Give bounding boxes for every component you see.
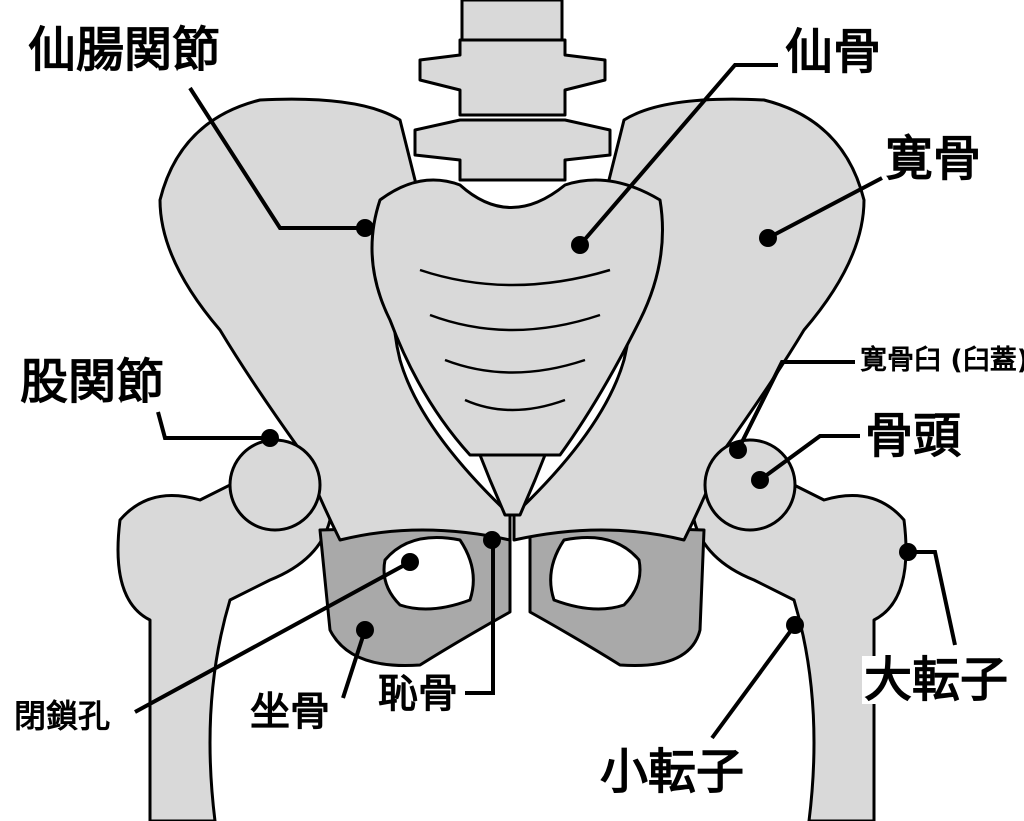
- leader-pubis: [465, 540, 495, 695]
- leader-acetabulum: [736, 360, 855, 451]
- sacrum-bone: [370, 178, 664, 457]
- dot-sacroiliac: [356, 219, 374, 237]
- right-femoral-head: [703, 438, 797, 532]
- dot-lesser-trochanter: [786, 616, 804, 634]
- label-obturator-foramen: 閉鎖孔: [12, 697, 113, 735]
- label-acetabulum: 寛骨臼 (臼蓋): [858, 347, 1024, 374]
- label-femoral-head: 骨頭: [863, 408, 964, 464]
- lumbar-vertebra-lower: [413, 118, 612, 182]
- dot-greater-trochanter: [899, 543, 917, 561]
- leader-hip-joint: [156, 411, 270, 440]
- label-sacrum: 仙骨: [783, 24, 884, 80]
- leader-lesser-trochanter: [710, 623, 797, 740]
- left-obturator-foramen: [382, 536, 475, 611]
- label-ischium: 坐骨: [248, 689, 332, 735]
- dot-acetabulum: [729, 441, 747, 459]
- leader-ischium: [341, 629, 367, 699]
- dot-hip-joint: [261, 429, 279, 447]
- label-hip-joint: 股関節: [18, 354, 167, 410]
- dot-femoral-head: [751, 471, 769, 489]
- leader-sacrum: [578, 63, 778, 247]
- label-hip-bone: 寛骨: [883, 131, 984, 187]
- dot-sacrum: [571, 236, 589, 254]
- left-femoral-head: [228, 438, 322, 532]
- label-lesser-trochanter: 小転子: [598, 744, 747, 800]
- leader-greater-trochanter: [908, 550, 957, 646]
- right-obturator-foramen: [549, 536, 642, 611]
- dot-obturator: [401, 553, 419, 571]
- dot-pubis: [483, 531, 501, 549]
- leader-femoral-head: [758, 434, 860, 482]
- leader-hip-bone: [767, 176, 883, 240]
- vertebra: [460, 0, 564, 42]
- coccyx: [478, 453, 547, 517]
- leader-sacroiliac: [188, 86, 365, 230]
- label-sacroiliac-joint: 仙腸関節: [26, 22, 223, 78]
- leader-obturator: [134, 560, 411, 714]
- lumbar-vertebra: [418, 38, 607, 117]
- label-greater-trochanter: 大転子: [862, 652, 1011, 708]
- dot-ischium: [356, 621, 374, 639]
- dot-hip-bone: [759, 229, 777, 247]
- label-pubis: 恥骨: [376, 671, 460, 717]
